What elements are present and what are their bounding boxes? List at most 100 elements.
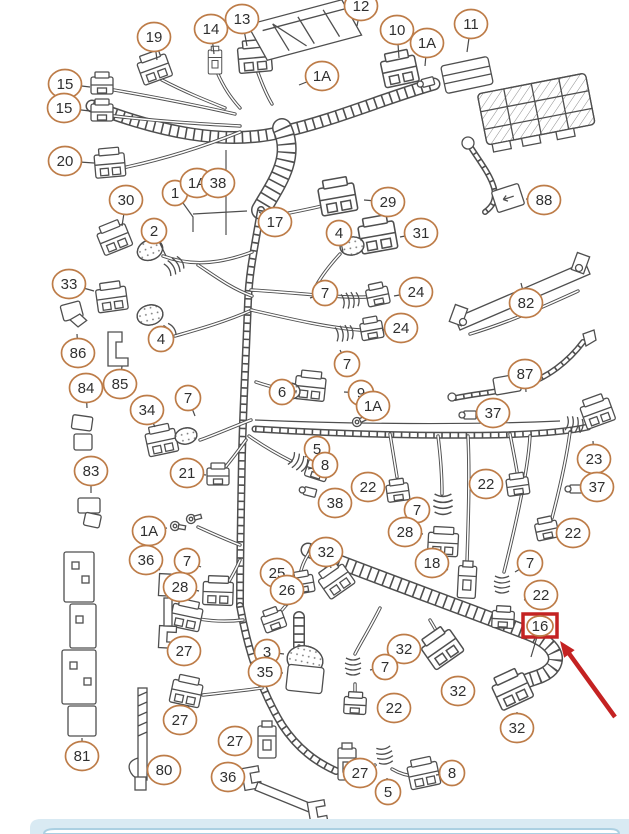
svg-text:19: 19: [146, 29, 163, 46]
callout-22: 22: [350, 471, 386, 503]
svg-text:88: 88: [536, 192, 553, 209]
callout-5: 5: [374, 777, 402, 806]
callout-22: 22: [468, 468, 504, 500]
callout-37: 37: [475, 397, 511, 429]
callout-18: 18: [414, 547, 450, 579]
callout-15: 15: [47, 68, 91, 100]
svg-text:7: 7: [413, 502, 421, 519]
svg-text:10: 10: [389, 22, 406, 39]
callout-22: 22: [555, 517, 591, 549]
svg-text:3: 3: [263, 644, 271, 661]
callout-7: 7: [514, 549, 544, 577]
callout-26: 26: [269, 574, 305, 607]
callout-38: 38: [317, 487, 353, 519]
callout-29: 29: [363, 186, 406, 218]
svg-text:22: 22: [533, 587, 550, 604]
callout-8: 8: [435, 759, 466, 787]
svg-text:38: 38: [210, 175, 227, 192]
callout-28: 28: [162, 571, 200, 603]
callout-23: 23: [576, 440, 612, 475]
svg-text:9: 9: [357, 385, 365, 402]
holder-81: [61, 551, 97, 737]
callout-28: 28: [387, 516, 424, 548]
svg-text:30: 30: [118, 192, 135, 209]
callout-36: 36: [128, 544, 164, 576]
callout-1A: 1A: [131, 515, 168, 547]
svg-text:22: 22: [360, 479, 377, 496]
callout-15: 15: [46, 92, 91, 124]
svg-text:27: 27: [176, 643, 193, 660]
svg-text:15: 15: [56, 100, 73, 117]
svg-text:32: 32: [509, 720, 526, 737]
callout-32: 32: [440, 675, 476, 707]
callout-4: 4: [147, 325, 175, 353]
callout-27: 27: [162, 704, 198, 736]
callout-83: 83: [73, 455, 109, 493]
callout-24: 24: [381, 312, 419, 344]
callout-80: 80: [146, 754, 182, 786]
svg-text:8: 8: [321, 457, 329, 474]
callout-34: 34: [129, 394, 165, 428]
callout-20: 20: [47, 145, 95, 177]
svg-text:37: 37: [485, 405, 502, 422]
svg-text:37: 37: [589, 479, 606, 496]
callout-22: 22: [523, 579, 559, 611]
svg-text:26: 26: [279, 582, 296, 599]
svg-text:1A: 1A: [418, 35, 436, 52]
callout-30: 30: [108, 184, 144, 227]
callout-27: 27: [166, 635, 202, 667]
svg-text:24: 24: [393, 320, 410, 337]
svg-text:1A: 1A: [364, 398, 382, 415]
svg-text:7: 7: [321, 285, 329, 302]
callout-24: 24: [393, 276, 434, 308]
callout-21: 21: [169, 457, 207, 489]
svg-text:27: 27: [352, 765, 369, 782]
svg-text:36: 36: [138, 552, 155, 569]
svg-text:34: 34: [139, 402, 156, 419]
callout-4: 4: [325, 219, 353, 253]
callout-7: 7: [309, 279, 339, 307]
svg-text:32: 32: [318, 544, 335, 561]
svg-text:8: 8: [448, 765, 456, 782]
svg-text:36: 36: [220, 769, 237, 786]
callout-32: 32: [499, 712, 535, 744]
svg-text:21: 21: [179, 465, 196, 482]
svg-text:6: 6: [278, 384, 286, 401]
svg-text:1A: 1A: [140, 523, 158, 540]
cable-tie-80: [128, 687, 148, 791]
svg-text:4: 4: [157, 331, 165, 348]
callout-2: 2: [140, 217, 168, 257]
callout-13: 13: [224, 3, 260, 47]
svg-text:32: 32: [396, 641, 413, 658]
callout-7: 7: [403, 496, 431, 524]
highlight-16: 16: [521, 612, 617, 719]
svg-text:85: 85: [112, 376, 129, 393]
callout-1A: 1A: [409, 27, 445, 67]
svg-text:28: 28: [397, 524, 414, 541]
harness-parts: [59, 0, 617, 826]
clip-83: [77, 497, 102, 529]
svg-text:18: 18: [424, 555, 441, 572]
svg-text:5: 5: [384, 784, 392, 801]
callout-31: 31: [399, 217, 439, 249]
svg-text:24: 24: [408, 284, 425, 301]
svg-text:22: 22: [478, 476, 495, 493]
svg-text:86: 86: [70, 345, 87, 362]
callout-19: 19: [136, 21, 172, 61]
svg-text:22: 22: [386, 700, 403, 717]
callout-88: 88: [525, 184, 562, 216]
svg-text:31: 31: [413, 225, 430, 242]
callout-37: 37: [579, 471, 615, 503]
callout-12: 12: [343, 0, 379, 27]
svg-text:27: 27: [227, 733, 244, 750]
callout-87: 87: [507, 358, 543, 393]
svg-text:7: 7: [183, 553, 191, 570]
svg-text:5: 5: [313, 441, 321, 458]
callout-33: 33: [51, 268, 95, 300]
callout-14: 14: [193, 13, 229, 55]
control-unit: [477, 73, 596, 153]
svg-text:17: 17: [267, 214, 284, 231]
callout-11: 11: [453, 8, 489, 53]
callout-7: 7: [333, 349, 361, 378]
